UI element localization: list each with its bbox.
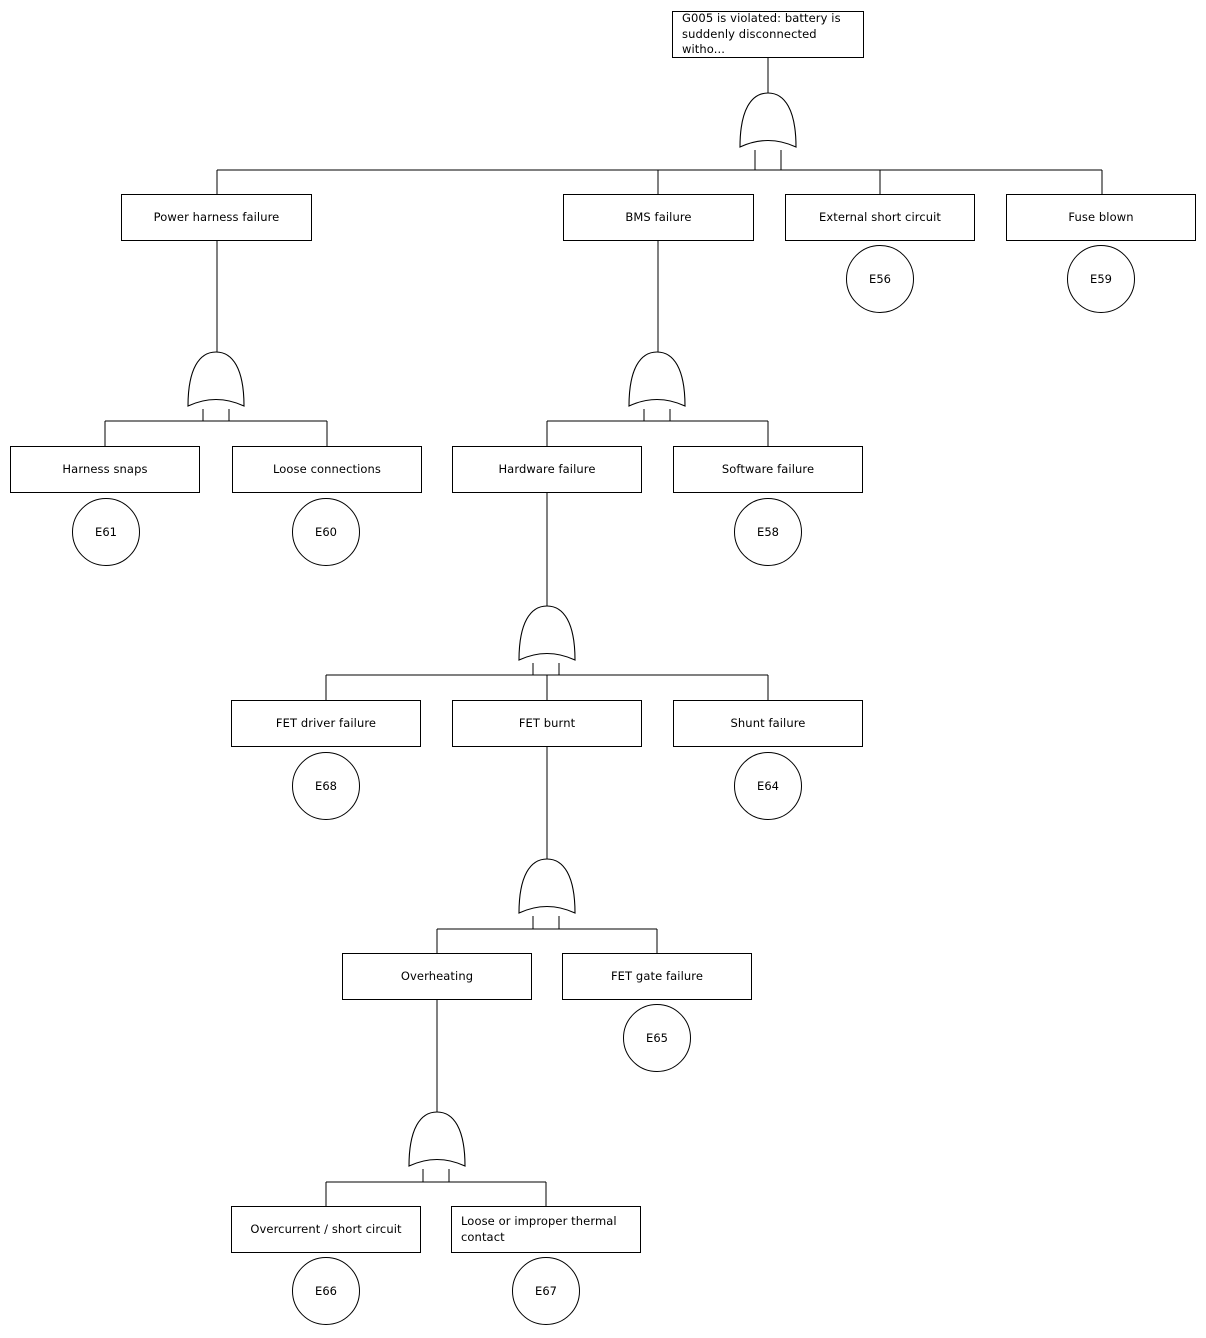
or-gate-icon xyxy=(739,92,797,148)
fault-node-fuse-blown[interactable]: Fuse blown xyxy=(1006,194,1196,241)
basic-event-E68[interactable]: E68 xyxy=(292,752,360,820)
fault-node-label: FET burnt xyxy=(518,715,576,730)
basic-event-E67[interactable]: E67 xyxy=(512,1257,580,1325)
fault-node-label: Fuse blown xyxy=(1068,209,1134,224)
basic-event-label: E65 xyxy=(646,1031,668,1045)
or-gate-icon xyxy=(518,605,576,661)
fault-node-label: Loose connections xyxy=(272,461,382,476)
or-gate-icon xyxy=(408,1111,466,1167)
fault-node-label: G005 is violated: battery is suddenly di… xyxy=(682,11,841,57)
basic-event-label: E66 xyxy=(315,1284,337,1298)
fault-node-label: Hardware failure xyxy=(498,461,596,476)
fault-node-fet-burnt[interactable]: FET burnt xyxy=(452,700,642,747)
basic-event-label: E67 xyxy=(535,1284,557,1298)
basic-event-E64[interactable]: E64 xyxy=(734,752,802,820)
fault-node-power-harness-failure[interactable]: Power harness failure xyxy=(121,194,312,241)
fault-node-hardware-failure[interactable]: Hardware failure xyxy=(452,446,642,493)
or-gate-icon xyxy=(518,858,576,914)
basic-event-label: E60 xyxy=(315,525,337,539)
fault-node-harness-snaps[interactable]: Harness snaps xyxy=(10,446,200,493)
basic-event-E56[interactable]: E56 xyxy=(846,245,914,313)
fault-node-top[interactable]: G005 is violated: battery is suddenly di… xyxy=(672,11,864,58)
basic-event-E58[interactable]: E58 xyxy=(734,498,802,566)
or-gate-icon xyxy=(628,351,686,407)
fault-node-label: Overcurrent / short circuit xyxy=(250,1221,402,1236)
basic-event-E65[interactable]: E65 xyxy=(623,1004,691,1072)
basic-event-label: E56 xyxy=(869,272,891,286)
fault-node-label: FET gate failure xyxy=(610,968,704,983)
fault-node-software-failure[interactable]: Software failure xyxy=(673,446,863,493)
fault-node-loose-improper-thermal-contact[interactable]: Loose or improper thermal contact xyxy=(451,1206,641,1253)
basic-event-E59[interactable]: E59 xyxy=(1067,245,1135,313)
fault-node-label: Power harness failure xyxy=(153,209,280,224)
fault-node-loose-connections[interactable]: Loose connections xyxy=(232,446,422,493)
fault-node-label: External short circuit xyxy=(818,209,942,224)
basic-event-label: E64 xyxy=(757,779,779,793)
fault-node-label: Harness snaps xyxy=(62,461,148,476)
fault-node-label: FET driver failure xyxy=(275,715,377,730)
fault-node-bms-failure[interactable]: BMS failure xyxy=(563,194,754,241)
fault-node-label: Software failure xyxy=(721,461,815,476)
basic-event-E66[interactable]: E66 xyxy=(292,1257,360,1325)
or-gate-icon xyxy=(187,351,245,407)
fault-node-overheating[interactable]: Overheating xyxy=(342,953,532,1000)
basic-event-label: E68 xyxy=(315,779,337,793)
fault-node-shunt-failure[interactable]: Shunt failure xyxy=(673,700,863,747)
fault-node-overcurrent-short-circuit[interactable]: Overcurrent / short circuit xyxy=(231,1206,421,1253)
fault-node-label: Loose or improper thermal contact xyxy=(461,1213,617,1244)
basic-event-label: E59 xyxy=(1090,272,1112,286)
fault-node-label: BMS failure xyxy=(625,209,692,224)
fault-node-label: Shunt failure xyxy=(730,715,806,730)
connector-lines xyxy=(104,58,1103,1206)
fault-node-label: Overheating xyxy=(400,968,474,983)
fault-node-fet-gate-failure[interactable]: FET gate failure xyxy=(562,953,752,1000)
logic-gates xyxy=(187,92,797,1167)
fault-node-external-short-circuit[interactable]: External short circuit xyxy=(785,194,975,241)
basic-event-label: E61 xyxy=(95,525,117,539)
fault-node-fet-driver-failure[interactable]: FET driver failure xyxy=(231,700,421,747)
basic-event-E60[interactable]: E60 xyxy=(292,498,360,566)
basic-event-label: E58 xyxy=(757,525,779,539)
basic-event-E61[interactable]: E61 xyxy=(72,498,140,566)
